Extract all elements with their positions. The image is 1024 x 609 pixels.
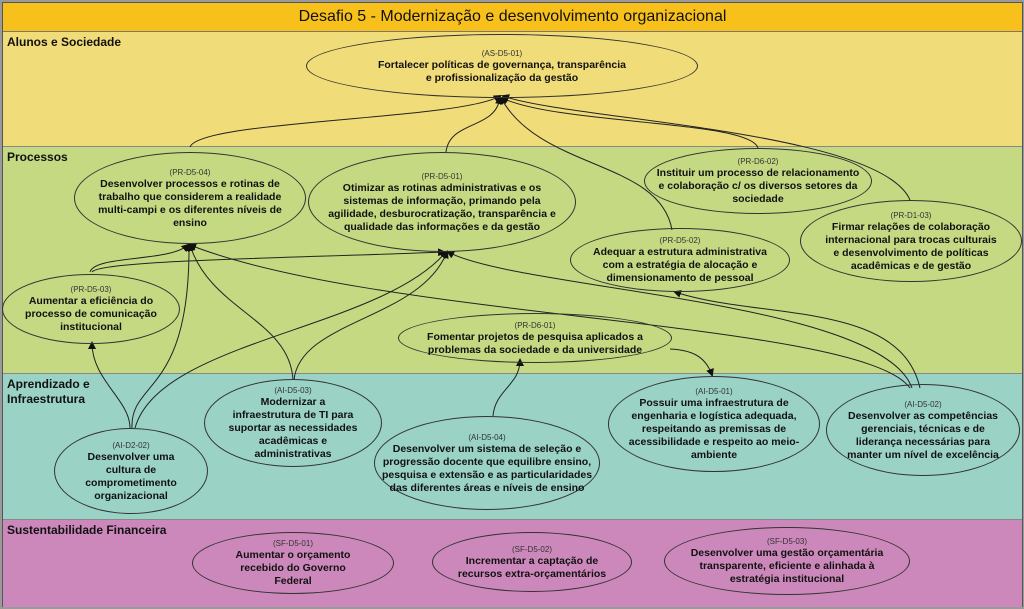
node-code: (PR-D5-01) xyxy=(421,171,463,181)
node-text: Modernizar a infraestrutura de TI para s… xyxy=(228,396,358,460)
lane-label-aprendizado-infraestrutura: Aprendizado e Infraestrutura xyxy=(7,377,90,406)
node-ai-d2-02[interactable]: (AI-D2-02) Desenvolver uma cultura de co… xyxy=(54,428,208,514)
node-pr-d1-03[interactable]: (PR-D1-03) Firmar relações de colaboraçã… xyxy=(800,200,1022,282)
node-code: (PR-D1-03) xyxy=(890,210,932,220)
node-text: Desenvolver uma gestão orçamentária tran… xyxy=(690,547,884,585)
node-text: Adequar a estrutura administrativa com a… xyxy=(593,246,767,284)
node-text: Incrementar a captação de recursos extra… xyxy=(457,554,607,580)
node-code: (AI-D2-02) xyxy=(112,440,150,450)
node-code: (AI-D5-02) xyxy=(904,399,942,409)
node-code: (AI-D5-01) xyxy=(695,387,733,396)
node-pr-d6-01[interactable]: (PR-D6-01) Fomentar projetos de pesquisa… xyxy=(398,313,672,363)
node-text: Desenvolver processos e rotinas de traba… xyxy=(98,177,282,229)
lane-label-alunos-sociedade: Alunos e Sociedade xyxy=(7,35,122,49)
node-code: (SF-D5-03) xyxy=(766,537,807,546)
node-pr-d5-02[interactable]: (PR-D5-02) Adequar a estrutura administr… xyxy=(570,228,790,292)
node-pr-d5-01[interactable]: (PR-D5-01) Otimizar as rotinas administr… xyxy=(308,152,576,252)
node-code: (SF-D5-02) xyxy=(511,544,552,554)
node-text: Aumentar o orçamento recebido do Governo… xyxy=(235,549,351,587)
node-code: (PR-D5-02) xyxy=(659,236,701,245)
node-ai-d5-04[interactable]: (AI-D5-04) Desenvolver um sistema de sel… xyxy=(374,416,600,510)
node-text: Desenvolver as competências gerenciais, … xyxy=(847,409,999,461)
node-code: (PR-D5-04) xyxy=(169,167,211,177)
node-ai-d5-02[interactable]: (AI-D5-02) Desenvolver as competências g… xyxy=(826,384,1020,476)
node-as-d5-01[interactable]: (AS-D5-01) Fortalecer políticas de gover… xyxy=(306,34,698,98)
node-code: (PR-D6-02) xyxy=(737,157,779,166)
lane-label-processos: Processos xyxy=(7,150,68,164)
node-text: Firmar relações de colaboração internaci… xyxy=(825,220,997,272)
node-code: (AI-D5-04) xyxy=(468,432,506,442)
node-code: (PR-D6-01) xyxy=(514,320,556,330)
node-sf-d5-03[interactable]: (SF-D5-03) Desenvolver uma gestão orçame… xyxy=(664,527,910,595)
lane-label-sustentabilidade-financeira: Sustentabilidade Financeira xyxy=(7,523,167,537)
node-pr-d6-02[interactable]: (PR-D6-02) Instituir um processo de rela… xyxy=(644,148,872,214)
node-code: (SF-D5-01) xyxy=(272,539,313,548)
node-text: Fortalecer políticas de governança, tran… xyxy=(377,58,626,84)
node-code: (AI-D5-03) xyxy=(274,386,312,395)
node-text: Fomentar projetos de pesquisa aplicados … xyxy=(427,330,643,356)
node-ai-d5-01[interactable]: (AI-D5-01) Possuir uma infraestrutura de… xyxy=(608,376,820,472)
node-sf-d5-02[interactable]: (SF-D5-02) Incrementar a captação de rec… xyxy=(432,532,632,592)
diagram-title: Desafio 5 - Modernização e desenvolvimen… xyxy=(3,3,1022,32)
node-pr-d5-03[interactable]: (PR-D5-03) Aumentar a eficiência do proc… xyxy=(2,274,180,344)
node-code: (PR-D5-03) xyxy=(70,285,112,294)
node-text: Aumentar a eficiência do processo de com… xyxy=(25,295,157,333)
node-text: Desenvolver uma cultura de comprometimen… xyxy=(85,450,177,502)
node-ai-d5-03[interactable]: (AI-D5-03) Modernizar a infraestrutura d… xyxy=(204,379,382,467)
node-text: Instituir um processo de relacionamento … xyxy=(656,167,860,205)
node-text: Desenvolver um sistema de seleção e prog… xyxy=(381,442,593,494)
node-text: Otimizar as rotinas administrativas e os… xyxy=(328,181,556,233)
node-text: Possuir uma infraestrutura de engenharia… xyxy=(628,397,800,461)
node-code: (AS-D5-01) xyxy=(481,48,523,58)
node-pr-d5-04[interactable]: (PR-D5-04) Desenvolver processos e rotin… xyxy=(74,152,306,244)
node-sf-d5-01[interactable]: (SF-D5-01) Aumentar o orçamento recebido… xyxy=(192,532,394,594)
